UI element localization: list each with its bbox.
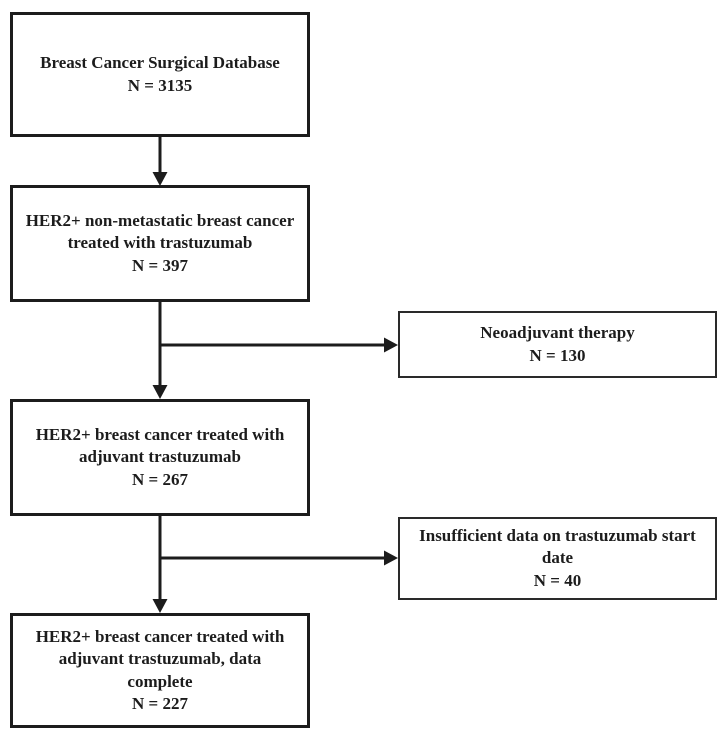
node-count: N = 397 (132, 255, 188, 275)
node-source-database: Breast Cancer Surgical Database N = 3135 (10, 12, 310, 137)
node-label: Insufficient data on trastuzumab start d… (419, 525, 696, 568)
node-count: N = 130 (529, 345, 586, 365)
arrow-adjuvant-to-complete (152, 516, 168, 613)
node-label: HER2+ non-metastatic breast cancer treat… (25, 210, 295, 253)
node-count: N = 3135 (127, 75, 193, 95)
node-count: N = 267 (132, 469, 188, 489)
node-label: Breast Cancer Surgical Database (40, 53, 280, 73)
arrow-branch-to-neoadjuvant (160, 337, 398, 353)
node-insufficient-data-excluded: Insufficient data on trastuzumab start d… (398, 517, 717, 600)
node-label: Neoadjuvant therapy (480, 323, 635, 343)
arrow-source-to-her2 (152, 137, 168, 186)
arrow-her2-to-adjuvant (152, 302, 168, 399)
node-count: N = 227 (132, 693, 188, 713)
node-neoadjuvant-excluded: Neoadjuvant therapy N = 130 (398, 311, 717, 378)
node-her2-nonmetastatic: HER2+ non-metastatic breast cancer treat… (10, 185, 310, 302)
node-data-complete: HER2+ breast cancer treated with adjuvan… (10, 613, 310, 728)
node-adjuvant-trastuzumab: HER2+ breast cancer treated with adjuvan… (10, 399, 310, 516)
node-label: HER2+ breast cancer treated with adjuvan… (35, 626, 285, 691)
node-label: HER2+ breast cancer treated with adjuvan… (35, 424, 285, 467)
arrow-branch-to-insufficient (160, 550, 398, 566)
node-count: N = 40 (533, 570, 582, 590)
